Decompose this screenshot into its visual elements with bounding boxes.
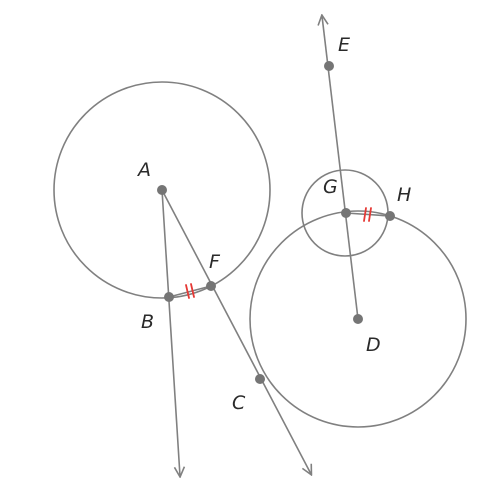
point-h — [385, 211, 395, 221]
point-d — [353, 314, 363, 324]
point-e — [324, 61, 334, 71]
tick-marks-b-f — [185, 283, 195, 299]
label-e: E — [338, 34, 350, 56]
label-c: C — [232, 392, 246, 414]
circle-a — [53, 81, 271, 299]
point-c — [255, 374, 265, 384]
point-a — [157, 185, 167, 195]
label-g: G — [323, 176, 338, 198]
point-g — [341, 208, 351, 218]
circle-d — [249, 210, 467, 428]
tick-marks-g-h — [363, 207, 372, 222]
label-f: F — [209, 251, 221, 273]
segment-g-h — [345, 212, 391, 217]
ray-a-c — [161, 189, 311, 474]
label-h: H — [397, 184, 411, 206]
ray-a-b — [161, 189, 180, 476]
label-a: A — [136, 159, 151, 181]
label-b: B — [141, 311, 154, 333]
label-d: D — [366, 334, 381, 356]
point-b — [164, 292, 174, 302]
point-f — [206, 281, 216, 291]
segment-b-f — [168, 285, 212, 298]
